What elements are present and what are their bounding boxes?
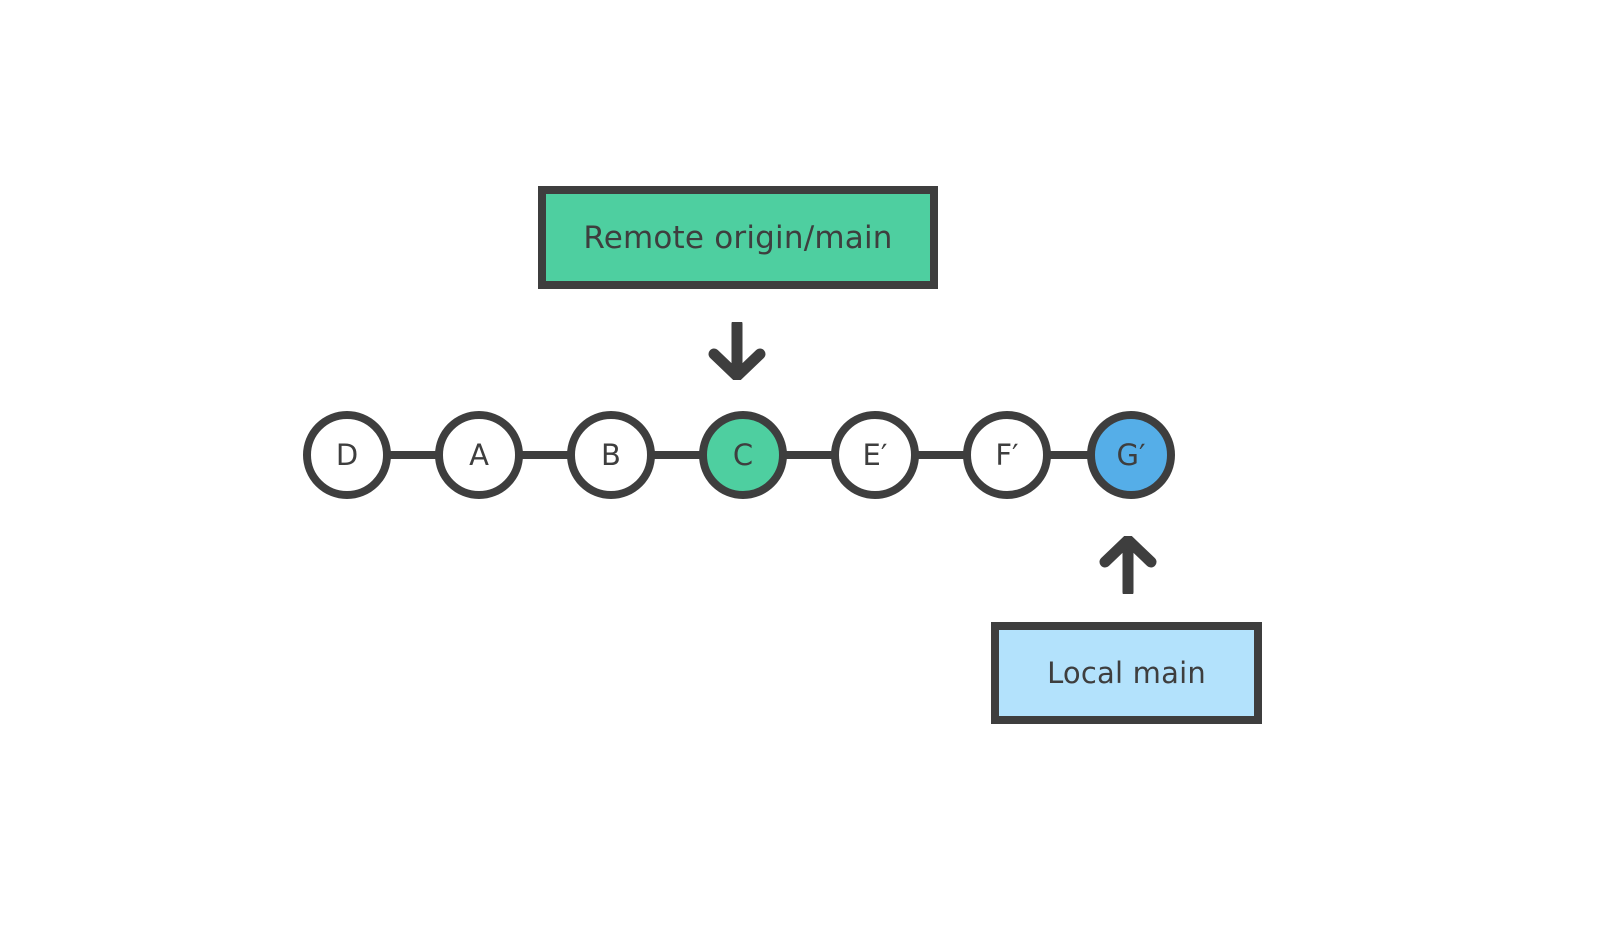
commit-connector (779, 451, 839, 459)
commit-connector (911, 451, 971, 459)
commit-node-f-prime[interactable]: F′ (963, 411, 1051, 499)
commit-node-e-prime[interactable]: E′ (831, 411, 919, 499)
commit-connector (515, 451, 575, 459)
commit-connector (1043, 451, 1103, 459)
commit-node-d[interactable]: D (303, 411, 391, 499)
commit-node-label: A (469, 437, 489, 472)
commit-node-c[interactable]: C (699, 411, 787, 499)
commit-node-label: C (732, 437, 754, 472)
commit-node-label: B (601, 437, 621, 472)
commit-connector (383, 451, 443, 459)
commit-node-a[interactable]: A (435, 411, 523, 499)
commit-connector (647, 451, 707, 459)
commit-node-label: D (335, 437, 359, 472)
local-branch-label-text: Local main (1047, 656, 1206, 690)
remote-branch-pointer-arrow-down-icon (707, 318, 767, 382)
commit-node-label: G′ (1116, 437, 1146, 472)
local-branch-pointer-arrow-up-icon (1098, 534, 1158, 598)
commit-node-b[interactable]: B (567, 411, 655, 499)
local-branch-label-box: Local main (991, 622, 1262, 724)
remote-branch-label-box: Remote origin/main (538, 186, 938, 289)
commit-node-label: E′ (862, 437, 888, 472)
remote-branch-label-text: Remote origin/main (583, 219, 893, 256)
commit-node-g-prime[interactable]: G′ (1087, 411, 1175, 499)
commit-node-label: F′ (995, 437, 1019, 472)
commit-chain: D A B C E′ F′ G′ (303, 411, 1175, 499)
